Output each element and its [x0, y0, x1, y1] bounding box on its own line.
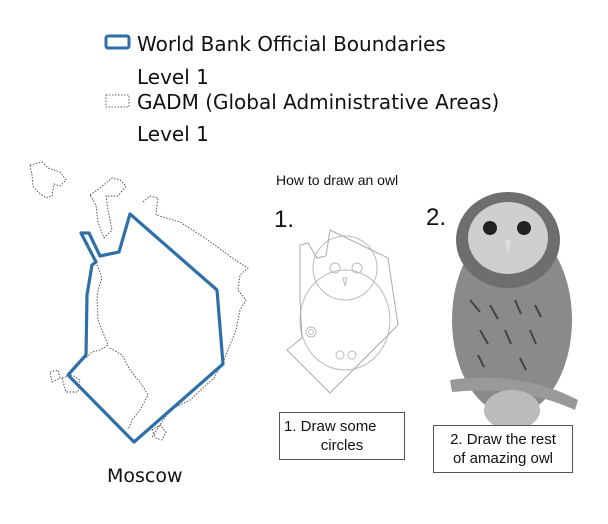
legend-world-bank-label: World Bank Official Boundaries [137, 32, 446, 56]
legend-gadm-level: Level 1 [137, 122, 209, 146]
step2-caption-line2: of amazing owl [452, 450, 554, 467]
legend-gadm-label: GADM (Global Administrative Areas) [137, 90, 500, 114]
legend-dotted-swatch-icon [105, 94, 130, 108]
map-city-label: Moscow [107, 465, 183, 487]
owl-drawing [450, 192, 578, 430]
step1-caption-line2: circles [320, 437, 364, 454]
step2-number: 2. [426, 204, 447, 231]
step1-number: 1. [274, 206, 295, 233]
step2-caption-line1: 2. Draw the rest [450, 431, 556, 448]
owl-title: How to draw an owl [276, 172, 399, 188]
legend-solid-swatch-icon [104, 34, 131, 50]
step1-caption: 1. Draw some circles [279, 412, 405, 460]
owl-sketch-circles [286, 229, 399, 394]
gadm-boundaries [29, 161, 249, 441]
step2-caption: 2. Draw the rest of amazing owl [433, 425, 573, 473]
legend-world-bank-level: Level 1 [137, 65, 209, 89]
world-bank-boundary [66, 212, 225, 444]
step1-caption-line1: 1. Draw some [284, 418, 377, 435]
